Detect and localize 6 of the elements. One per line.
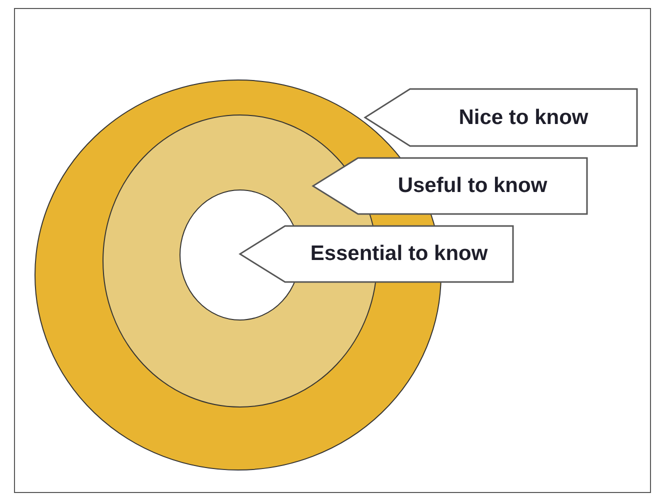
callout-label: Essential to know: [309, 241, 489, 267]
callout-label: Useful to know: [396, 173, 548, 199]
callout-arrow-box: [365, 89, 637, 146]
callout-arrow-box: [313, 158, 587, 214]
callout-arrow-box: [240, 226, 513, 282]
callout-label: Nice to know: [458, 104, 590, 130]
